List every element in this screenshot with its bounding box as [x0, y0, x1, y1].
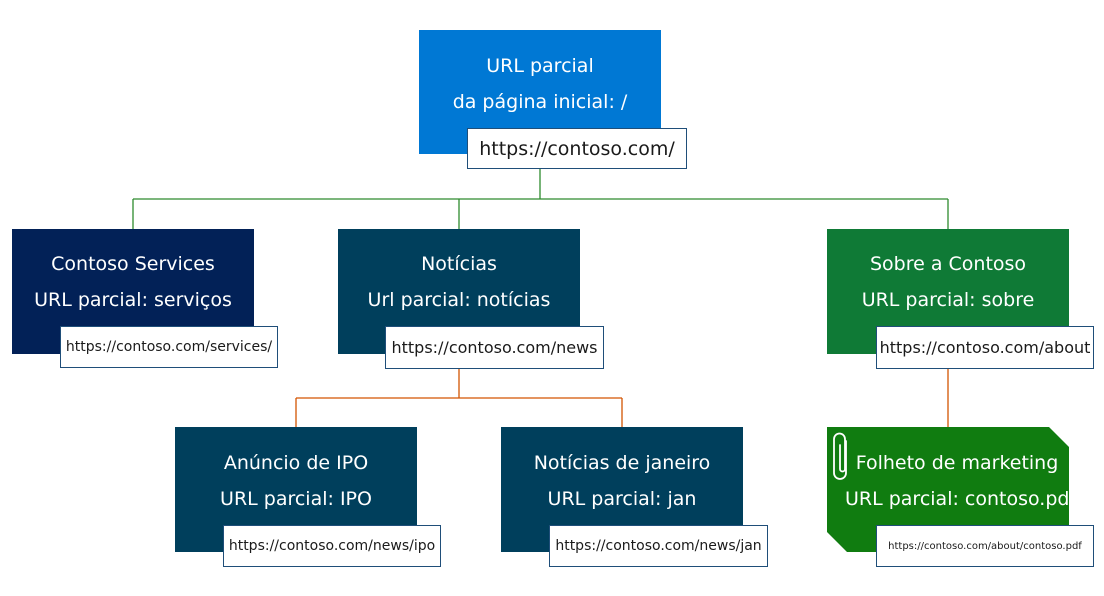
home-subtitle: da página inicial: / [452, 91, 628, 113]
green-connectors [132, 169, 949, 229]
jan-url[interactable]: https://contoso.com/news/jan [549, 525, 768, 567]
ipo-title: Anúncio de IPO [223, 452, 369, 474]
orange-connectors [295, 369, 949, 427]
about-title: Sobre a Contoso [869, 253, 1027, 275]
home-url[interactable]: https://contoso.com/ [467, 128, 687, 169]
news-url[interactable]: https://contoso.com/news [385, 326, 604, 369]
paperclip-icon [833, 432, 847, 480]
jan-subtitle: URL parcial: jan [547, 488, 697, 510]
news-title: Notícias [421, 253, 497, 275]
services-subtitle: URL parcial: serviços [34, 289, 232, 311]
services-title: Contoso Services [51, 253, 215, 275]
jan-title: Notícias de janeiro [533, 452, 711, 474]
news-subtitle: Url parcial: notícias [367, 289, 551, 311]
ipo-subtitle: URL parcial: IPO [220, 488, 372, 510]
brochure-subtitle: URL parcial: contoso.pdf [845, 488, 1077, 510]
home-title: URL parcial [486, 55, 594, 77]
services-url[interactable]: https://contoso.com/services/ [60, 326, 278, 368]
brochure-text: Folheto de marketing URL parcial: contos… [827, 427, 1077, 552]
about-subtitle: URL parcial: sobre [861, 289, 1035, 311]
brochure-url[interactable]: https://contoso.com/about/contoso.pdf [876, 525, 1094, 567]
brochure-node[interactable]: Folheto de marketing URL parcial: contos… [827, 427, 1077, 552]
ipo-url[interactable]: https://contoso.com/news/ipo [223, 525, 441, 567]
brochure-title: Folheto de marketing [855, 452, 1059, 474]
about-url[interactable]: https://contoso.com/about [876, 326, 1094, 369]
brochure-shape [827, 427, 1069, 552]
